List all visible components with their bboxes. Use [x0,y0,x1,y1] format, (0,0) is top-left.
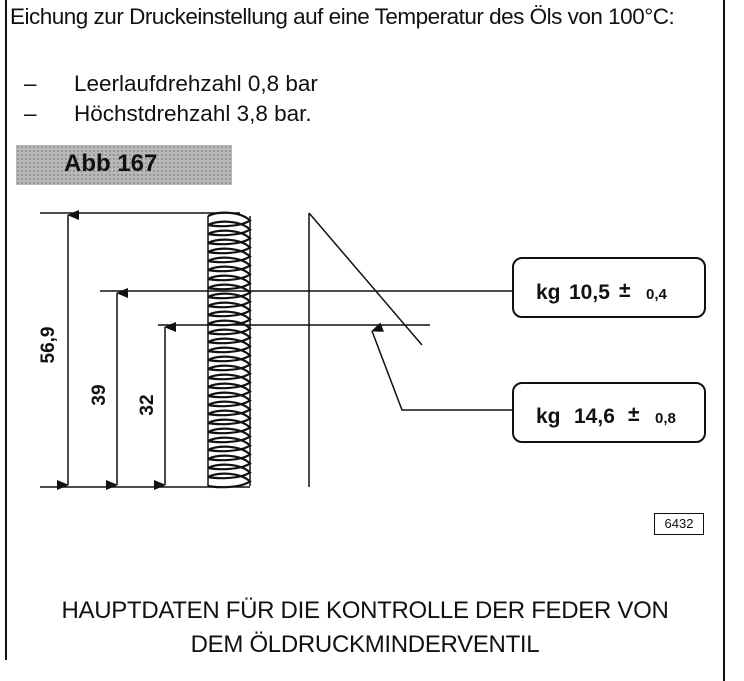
load-box-2-value: 14,6 [574,405,615,428]
figure-reference-number: 6432 [654,513,704,535]
load-box-2 [512,382,706,443]
figure-label: Abb 167 [64,150,158,177]
load-box-1-plusminus: ± [619,279,631,302]
load-box-2-tolerance: 0,8 [655,410,676,427]
intro-paragraph: Eichung zur Druckeinstellung auf eine Te… [10,4,675,29]
force-characteristic-line [308,212,423,346]
dimension-label-second: 32 [137,394,158,415]
load-box-1-value: 10,5 [569,281,610,304]
page-border-left [5,0,7,660]
bullet-dash: – [24,101,37,126]
load-box-1 [512,257,706,318]
load-box-1-tolerance: 0,4 [646,286,668,303]
spring-coil [207,211,252,489]
bullet-text: Höchstdrehzahl 3,8 bar. [74,101,312,126]
load-box-2-plusminus: ± [628,403,640,426]
caption-line-2: DEM ÖLDRUCKMINDERVENTIL [190,631,540,658]
dimension-label-total: 56,9 [38,327,59,364]
load-box-2-prefix: kg [536,405,561,428]
caption-line-1: HAUPTDATEN FÜR DIE KONTROLLE DER FEDER V… [61,597,669,624]
leader-arrow-second-load [371,322,513,411]
load-box-1-prefix: kg [536,281,561,304]
page-border-right [723,0,725,681]
bullet-dash: – [24,71,37,96]
bullet-text: Leerlaufdrehzahl 0,8 bar [74,71,318,96]
dimension-label-first: 39 [89,384,110,405]
figure-label-badge: Abb 167 [16,145,232,185]
